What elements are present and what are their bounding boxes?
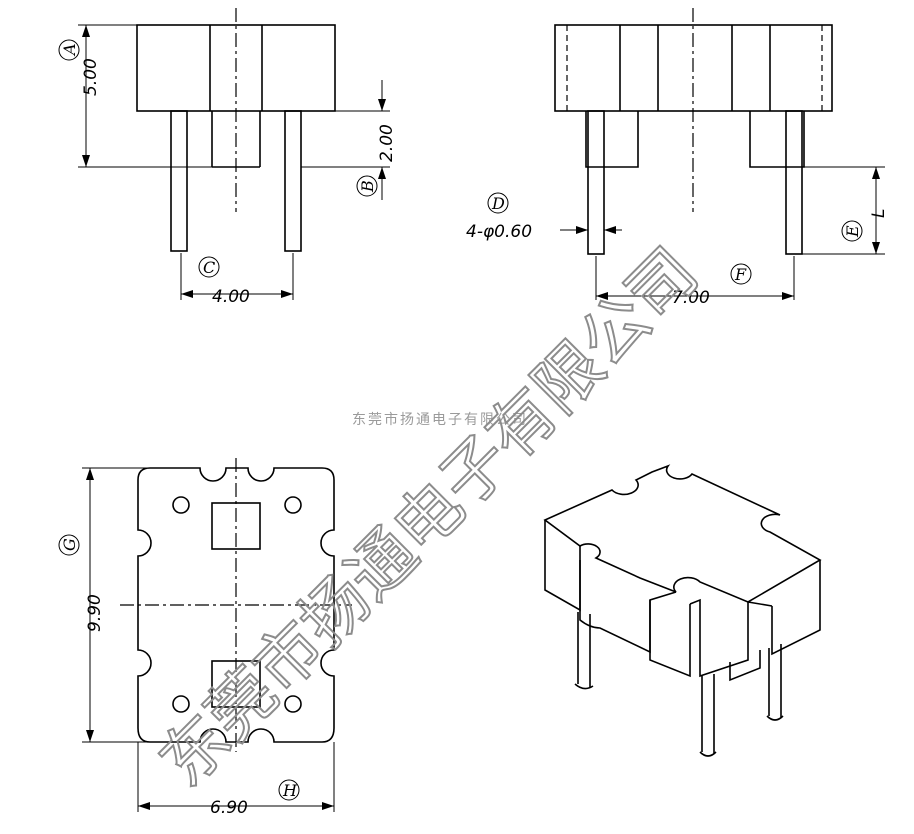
- watermark-small: 东莞市扬通电子有限公司: [352, 411, 528, 428]
- callout-f: [730, 263, 752, 285]
- iso-pin-2: [701, 674, 715, 754]
- front-pin-left: [170, 110, 188, 252]
- callout-d: [487, 192, 509, 214]
- dim-a-value: 5.00: [81, 58, 101, 96]
- watermark-large: 东莞市扬通电子有限公司: [145, 234, 713, 802]
- front-pin-right: [284, 110, 302, 252]
- callout-g: [58, 534, 80, 556]
- callout-e: [841, 220, 863, 242]
- callout-c: [198, 256, 220, 278]
- side-pin-right: [785, 110, 803, 255]
- callout-e-label: E: [843, 225, 862, 238]
- iso-top-face: [543, 464, 822, 603]
- callout-d-label: D: [491, 194, 505, 213]
- side-pin-left: [587, 110, 605, 255]
- top-view: 9.90 G 6.90 H: [58, 458, 352, 818]
- isometric-view: [543, 464, 822, 757]
- dim-f-value: 7.00: [672, 288, 710, 308]
- dim-e-value: L: [869, 209, 889, 218]
- callout-g-label: G: [60, 538, 79, 551]
- top-outline: [137, 467, 335, 743]
- callout-h-label: H: [282, 781, 298, 800]
- callout-h: [278, 779, 300, 801]
- callout-b: [356, 175, 378, 197]
- callout-a-label: A: [60, 43, 79, 57]
- callout-b-label: B: [358, 180, 377, 193]
- side-view: 4-φ0.60 D L E 7.00 F: [466, 8, 889, 308]
- dim-c-value: 4.00: [212, 287, 250, 307]
- callout-f-label: F: [734, 265, 747, 284]
- front-view: 5.00 A 2.00 B 4.00 C: [58, 8, 397, 307]
- dim-b-value: 2.00: [377, 124, 397, 162]
- callout-c-label: C: [203, 258, 215, 277]
- iso-pin-1: [577, 612, 591, 688]
- dim-d-value: 4-φ0.60: [466, 222, 532, 242]
- callout-a: [58, 39, 80, 61]
- dim-h-value: 6.90: [210, 798, 248, 818]
- dim-g-value: 9.90: [85, 594, 105, 632]
- iso-pin-3: [768, 644, 782, 718]
